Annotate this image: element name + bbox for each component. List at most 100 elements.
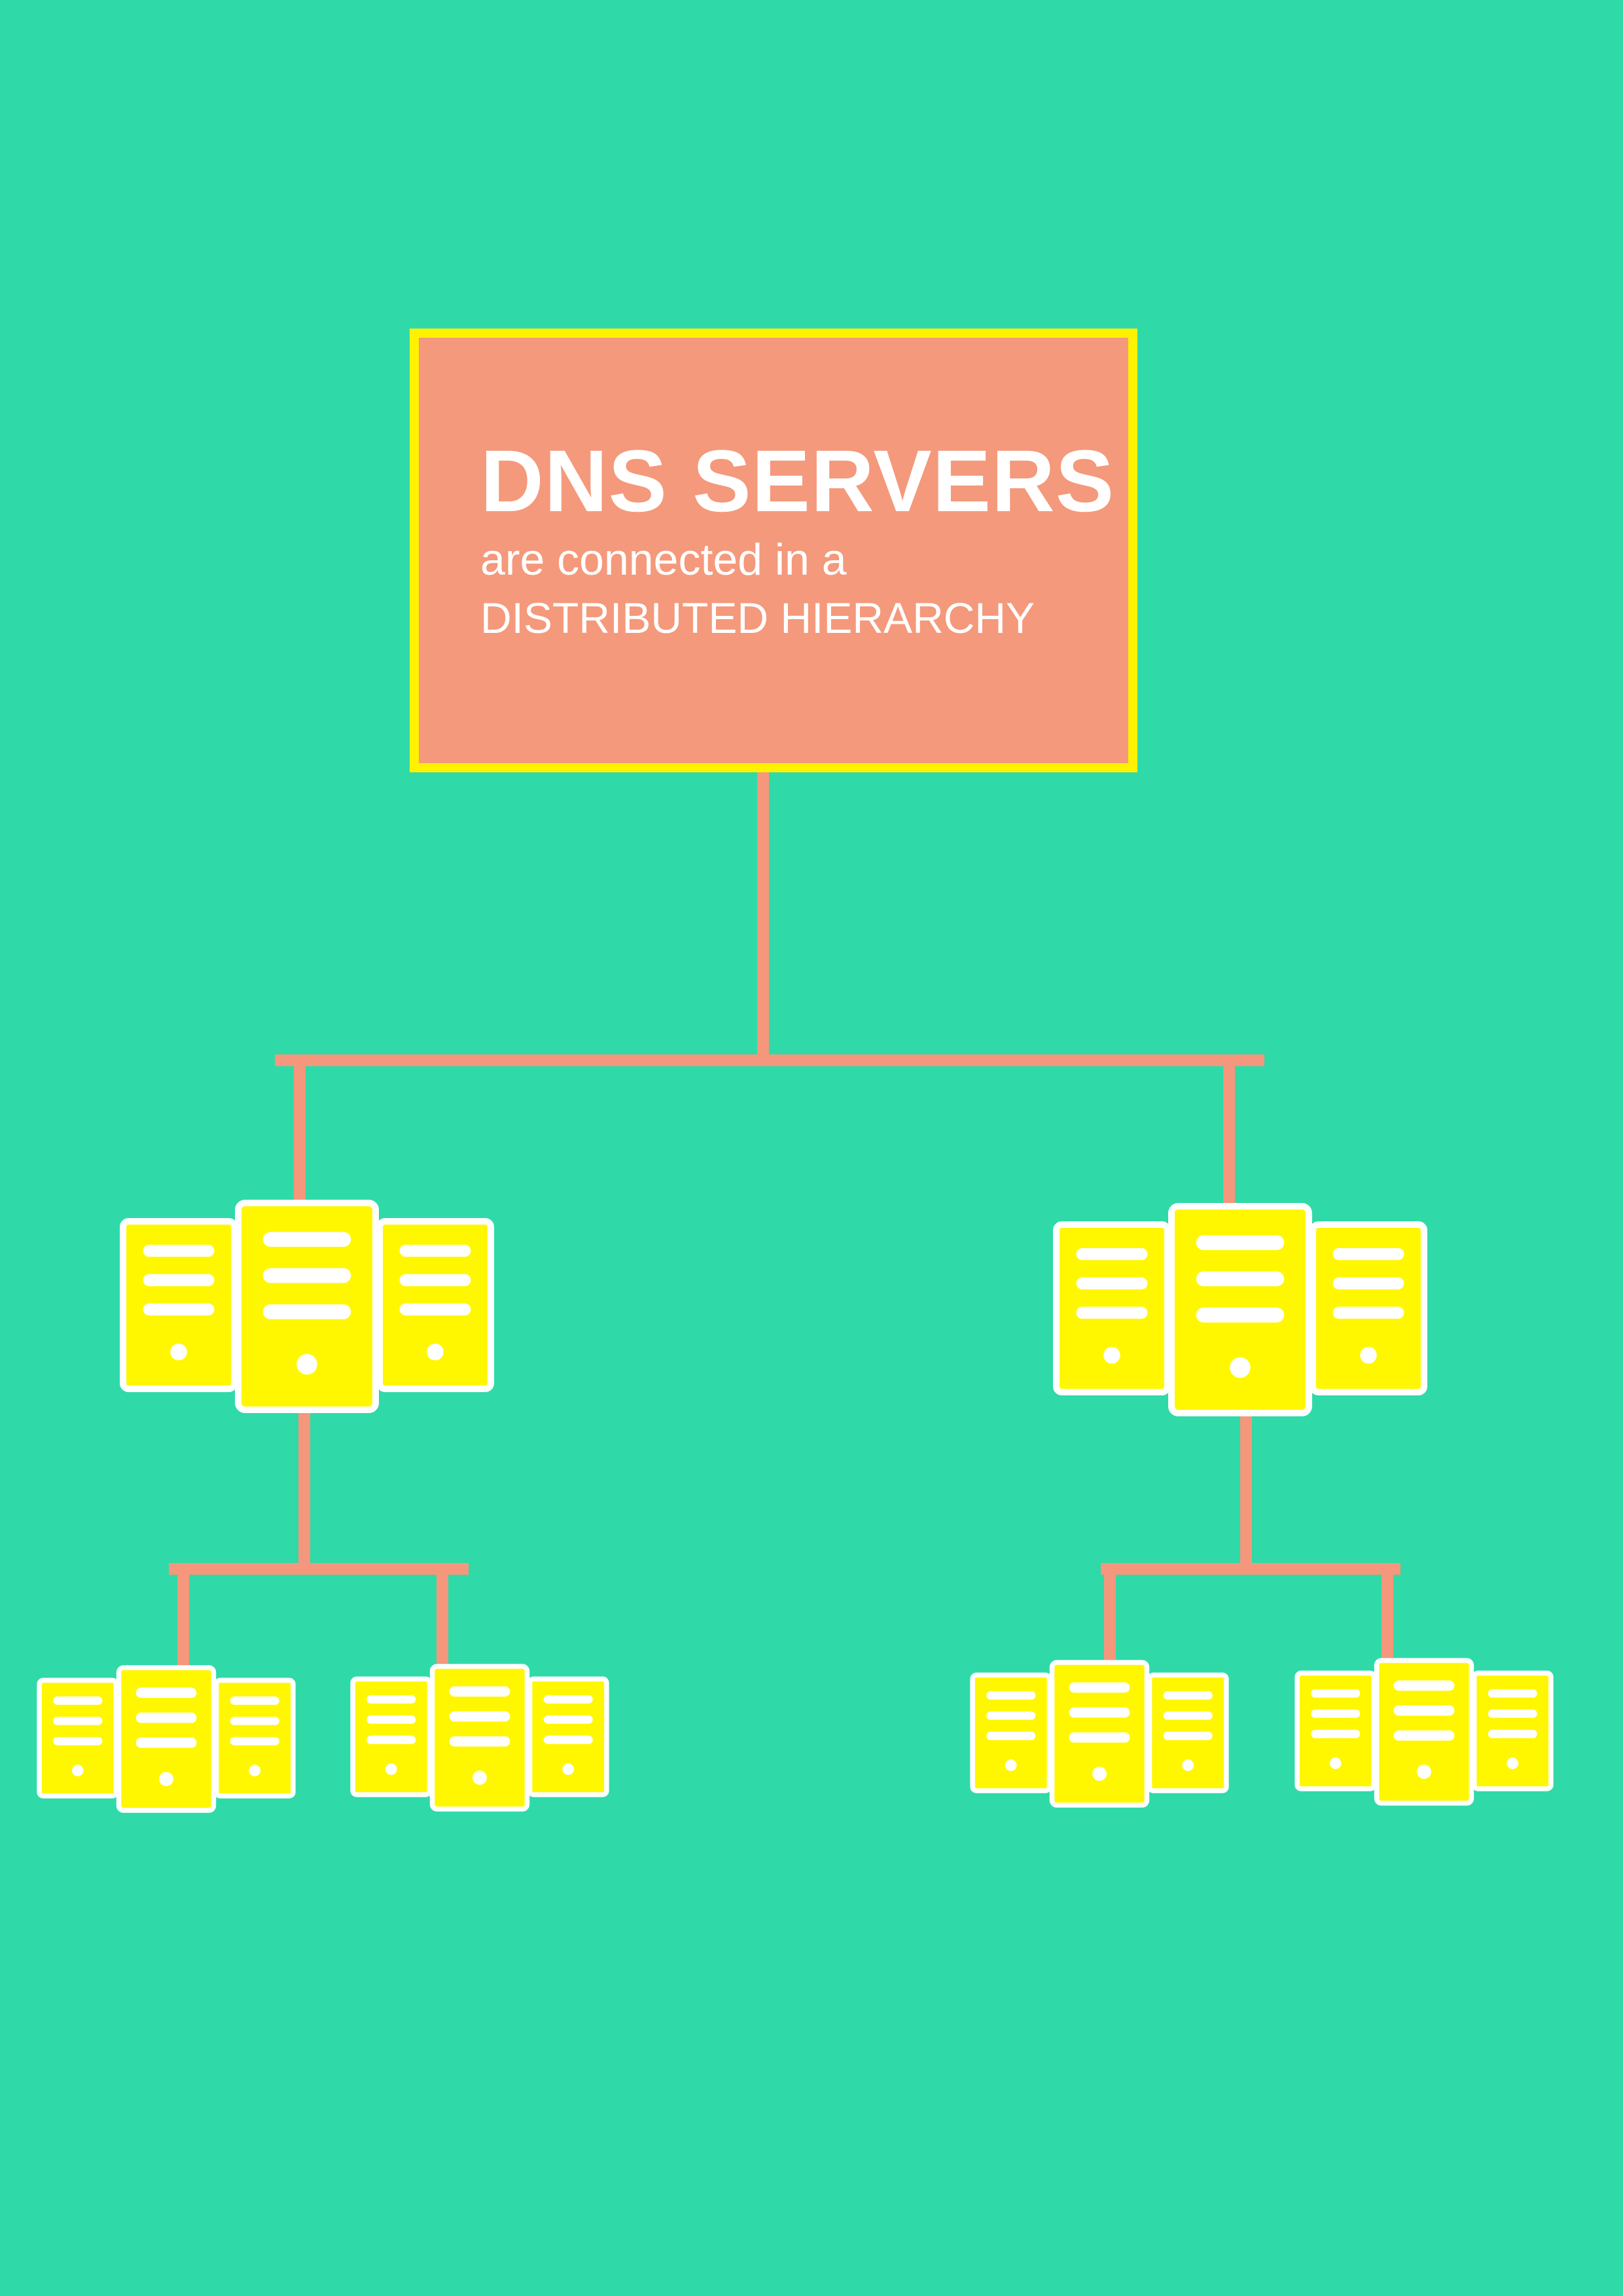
drive-slot [1311, 1729, 1361, 1738]
server-icon [235, 1200, 379, 1413]
server-group-left [120, 1200, 494, 1413]
drive-slot [1076, 1247, 1148, 1261]
drive-slot [449, 1736, 510, 1747]
server-group-right-b [1294, 1658, 1554, 1806]
server-icon [1168, 1203, 1312, 1416]
server-icon [120, 1218, 238, 1392]
drive-slot [1393, 1680, 1455, 1691]
drive-slot [262, 1232, 351, 1247]
server-icon [1053, 1221, 1171, 1395]
drive-slot [1311, 1709, 1361, 1718]
drive-slot [1163, 1731, 1213, 1740]
drive-slot [1069, 1682, 1130, 1693]
server-icon [213, 1677, 296, 1799]
title-box: DNS SERVERS are connected in a DISTRIBUT… [410, 329, 1137, 772]
power-led [562, 1763, 575, 1775]
drive-slot [143, 1303, 215, 1316]
drive-slot [53, 1696, 103, 1705]
drive-slot [986, 1691, 1036, 1700]
drive-slot [230, 1736, 279, 1746]
drive-slot [53, 1736, 103, 1746]
drive-slot [1196, 1307, 1285, 1323]
drive-slot [143, 1274, 215, 1287]
drive-slot [1393, 1705, 1455, 1716]
server-group-left-b [350, 1664, 609, 1812]
drive-slot [366, 1735, 416, 1744]
drive-slot [986, 1711, 1036, 1720]
power-led [427, 1343, 444, 1361]
drive-slot [1488, 1689, 1537, 1698]
drive-slot [1332, 1277, 1404, 1290]
title-heading: DNS SERVERS [480, 433, 1115, 530]
drive-slot [399, 1244, 471, 1257]
drive-slot [1163, 1711, 1213, 1720]
drive-slot [262, 1268, 351, 1283]
server-icon [1471, 1670, 1554, 1791]
drive-slot [1069, 1732, 1130, 1743]
server-group-right-a [970, 1660, 1229, 1808]
drive-slot [366, 1695, 416, 1704]
power-led [159, 1772, 173, 1786]
connector-lines [169, 772, 1400, 1668]
power-led [473, 1770, 487, 1785]
drive-slot [366, 1715, 416, 1724]
title-text: DNS SERVERS are connected in a DISTRIBUT… [480, 436, 1115, 647]
drive-slot [543, 1715, 593, 1724]
drive-slot [1196, 1235, 1285, 1250]
power-led [249, 1765, 261, 1776]
power-led [1417, 1765, 1431, 1779]
server-icon [376, 1218, 494, 1392]
server-icon [37, 1677, 119, 1799]
power-led [1005, 1759, 1017, 1771]
drive-slot [230, 1696, 279, 1705]
drive-slot [230, 1716, 279, 1725]
drive-slot [53, 1716, 103, 1725]
drive-slot [135, 1687, 197, 1698]
drive-slot [543, 1735, 593, 1744]
drive-slot [449, 1711, 510, 1722]
server-icon [429, 1664, 530, 1812]
server-group-right [1053, 1203, 1427, 1416]
server-icon [350, 1676, 433, 1797]
drive-slot [1163, 1691, 1213, 1700]
server-groups [37, 1200, 1554, 1813]
server-icon [1294, 1670, 1377, 1791]
server-group-left-a [37, 1665, 296, 1813]
drive-slot [1488, 1729, 1537, 1738]
server-icon [1147, 1672, 1229, 1793]
power-led [1182, 1759, 1194, 1771]
server-icon [1049, 1660, 1150, 1808]
drive-slot [1488, 1709, 1537, 1718]
power-led [1092, 1767, 1107, 1781]
server-icon [1374, 1658, 1474, 1806]
drive-slot [1196, 1271, 1285, 1287]
drive-slot [543, 1695, 593, 1704]
drive-slot [143, 1244, 215, 1257]
drive-slot [135, 1712, 197, 1723]
server-icon [970, 1672, 1052, 1793]
drive-slot [1393, 1730, 1455, 1741]
title-subtitle-line1: are connected in a [480, 535, 847, 584]
power-led [1103, 1346, 1120, 1364]
power-led [1507, 1757, 1519, 1769]
drive-slot [1069, 1707, 1130, 1718]
power-led [1360, 1346, 1377, 1364]
server-icon [1310, 1221, 1427, 1395]
server-icon [527, 1676, 609, 1797]
drive-slot [135, 1737, 197, 1748]
drive-slot [1332, 1306, 1404, 1319]
drive-slot [399, 1274, 471, 1287]
drive-slot [1076, 1277, 1148, 1290]
power-led [1230, 1357, 1251, 1378]
power-led [1329, 1757, 1342, 1769]
drive-slot [262, 1304, 351, 1319]
power-led [71, 1765, 84, 1776]
drive-slot [1332, 1247, 1404, 1261]
drive-slot [1311, 1689, 1361, 1698]
drive-slot [449, 1686, 510, 1697]
drive-slot [399, 1303, 471, 1316]
server-icon [116, 1665, 217, 1813]
power-led [385, 1763, 397, 1775]
power-led [296, 1354, 317, 1375]
